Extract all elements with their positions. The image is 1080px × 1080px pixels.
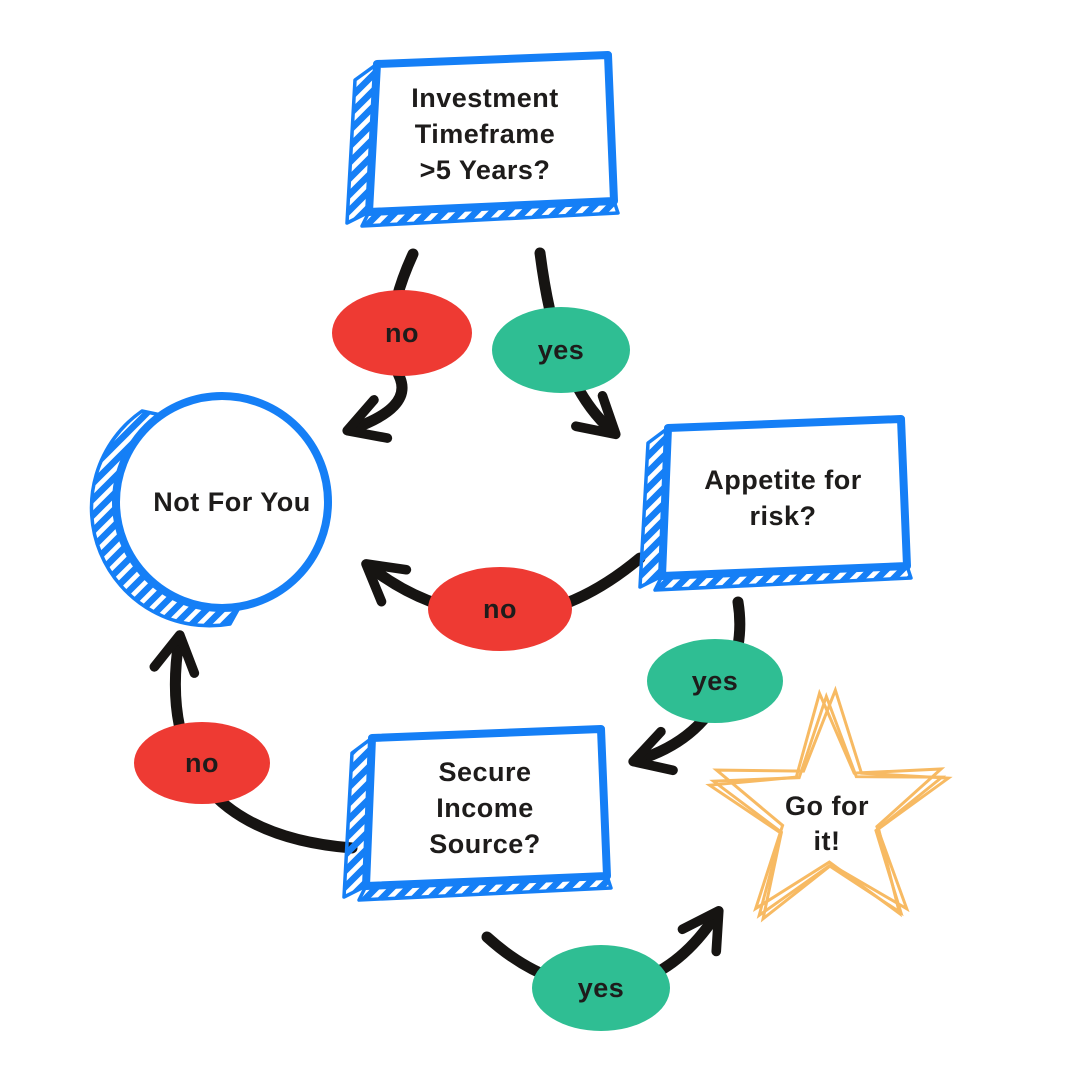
appetite-no-label: no: [483, 594, 517, 624]
edge-badges: [134, 290, 783, 1031]
secure-income-label-line2: Income: [436, 793, 534, 823]
appetite-label: Appetite for risk?: [653, 462, 913, 534]
not-for-you-label: Not For You: [153, 487, 311, 517]
node-not-for-you-shape: [89, 392, 332, 628]
badge-secure-no: [134, 722, 270, 804]
timeframe-yes-label: yes: [537, 335, 585, 365]
secure-income-label-line3: Source?: [429, 829, 541, 859]
timeframe-box: [365, 51, 618, 216]
secure-income-label-line1: Secure: [438, 757, 532, 787]
timeframe-label-line2: Timeframe: [414, 119, 556, 149]
appetite-label-line1: Appetite for: [704, 465, 862, 495]
go-for-it-label: Go for it!: [727, 789, 927, 859]
star-outline-3: [709, 691, 947, 919]
node-appetite-shape: [638, 415, 913, 592]
secure-income-box: [362, 725, 611, 890]
appetite-box: [658, 415, 911, 580]
secure-no-label: no: [185, 748, 219, 778]
star-shape: [705, 685, 953, 923]
go-for-it-label-line2: it!: [813, 826, 841, 856]
secure-income-label: Secure Income Source?: [355, 754, 615, 862]
timeframe-label-line1: Investment: [411, 83, 559, 113]
badge-appetite-yes: [647, 639, 783, 723]
badge-timeframe-no: [332, 290, 472, 376]
go-for-it-label-line1: Go for: [785, 791, 869, 821]
timeframe-no-label: no: [385, 318, 419, 348]
timeframe-label-line3: >5 Years?: [419, 155, 551, 185]
appetite-label-line2: risk?: [749, 501, 817, 531]
badge-secure-yes: [532, 945, 670, 1031]
node-secure-income-shape: [342, 725, 613, 902]
not-for-you-circle: [112, 392, 332, 612]
badge-appetite-no: [428, 567, 572, 651]
appetite-yes-label: yes: [691, 666, 739, 696]
node-timeframe-shape: [345, 51, 620, 228]
secure-yes-label: yes: [577, 973, 625, 1003]
timeframe-label: Investment Timeframe >5 Years?: [355, 80, 615, 188]
badge-timeframe-yes: [492, 307, 630, 393]
